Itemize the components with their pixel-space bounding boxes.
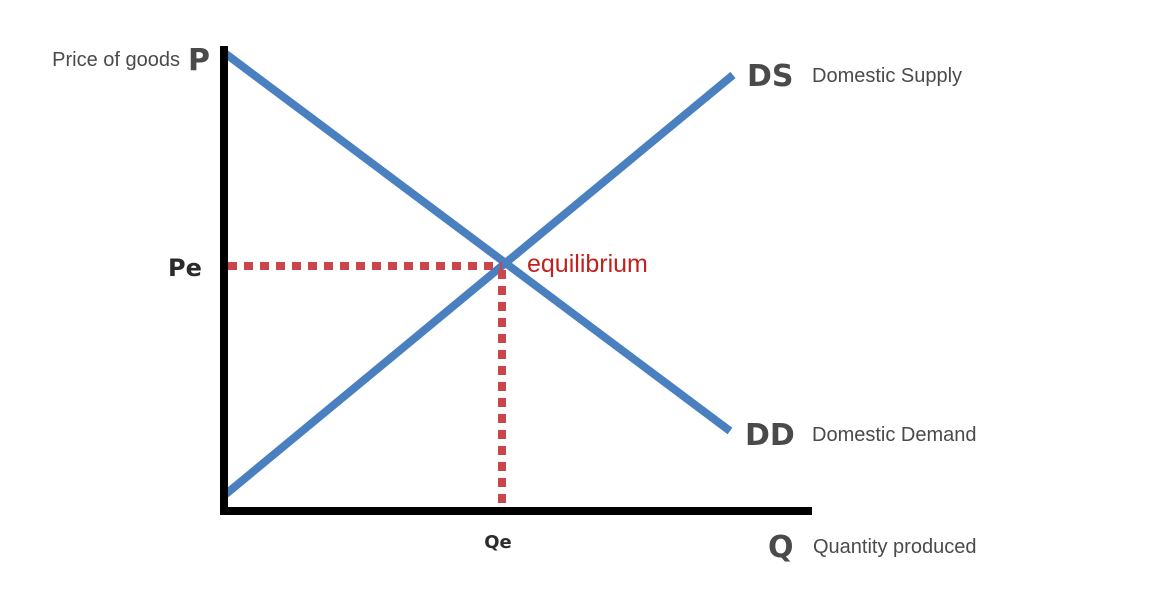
equilibrium-quantity-tick: Qe bbox=[484, 532, 512, 553]
demand-curve bbox=[223, 50, 733, 435]
supply-curve bbox=[223, 71, 736, 498]
supply-curve-symbol: DS bbox=[747, 59, 794, 94]
x-axis-description: Quantity produced bbox=[813, 536, 976, 558]
supply-curve-description: Domestic Supply bbox=[812, 65, 962, 87]
equilibrium-label: equilibrium bbox=[527, 250, 648, 278]
x-axis-symbol: Q bbox=[768, 530, 794, 565]
demand-curve-symbol: DD bbox=[745, 418, 795, 453]
y-axis-description: Price of goods bbox=[52, 49, 180, 71]
equilibrium-price-tick: Pe bbox=[168, 254, 202, 282]
demand-curve-description: Domestic Demand bbox=[812, 424, 977, 446]
y-axis-symbol: P bbox=[188, 43, 210, 78]
